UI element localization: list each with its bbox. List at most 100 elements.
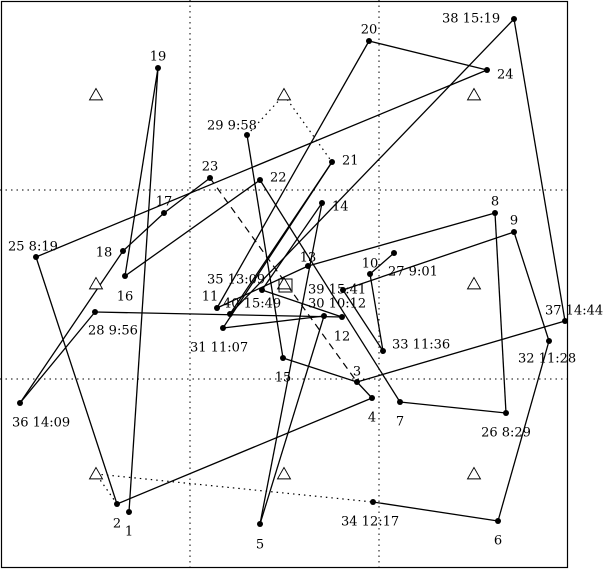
dotted-edge — [95, 473, 118, 505]
node-label: 37 14:44 — [545, 304, 603, 319]
node-26: 26 8:29 — [481, 410, 531, 441]
node-dot — [227, 311, 233, 317]
node-7: 7 — [396, 399, 404, 430]
route-edge — [368, 40, 488, 71]
node-label: 2 — [113, 517, 121, 532]
node-dot — [369, 395, 375, 401]
depot-triangle-icon — [88, 466, 104, 480]
node-label: 22 — [270, 171, 287, 186]
node-label: 23 — [202, 160, 219, 175]
node-30: 30 10:12 — [308, 297, 366, 319]
node-32: 32 11:28 — [518, 338, 576, 367]
node-label: 39 15:41 — [308, 283, 366, 298]
node-3: 3 — [353, 365, 361, 385]
node-label: 28 9:56 — [88, 324, 138, 339]
node-4: 4 — [368, 395, 376, 426]
depot-triangle-icon — [88, 87, 104, 101]
node-label: 5 — [256, 538, 264, 553]
node-dot — [280, 355, 286, 361]
depot-triangle-icon — [276, 466, 292, 480]
route-edge — [116, 397, 373, 505]
node-29: 29 9:58 — [207, 119, 257, 138]
node-dot — [511, 16, 517, 22]
node-dot — [92, 309, 98, 315]
node-dot — [155, 65, 161, 71]
node-label: 15 — [275, 371, 292, 386]
node-dot — [114, 501, 120, 507]
node-label: 1 — [125, 525, 133, 540]
depot-triangle-icon — [466, 276, 482, 290]
route-edge — [122, 212, 165, 252]
route-edge — [259, 202, 323, 525]
route-edge — [216, 265, 309, 309]
route-edge — [124, 67, 159, 277]
route-edge — [497, 340, 550, 522]
route-edge — [246, 134, 284, 359]
node-33: 33 11:36 — [380, 338, 450, 354]
node-dot — [257, 177, 263, 183]
route-edge — [229, 18, 515, 315]
route-edge — [282, 357, 358, 383]
dotted-edge — [283, 94, 333, 163]
node-label: 16 — [117, 290, 134, 305]
node-dot — [257, 521, 263, 527]
node-label: 25 8:19 — [8, 240, 58, 255]
node-dot — [562, 318, 568, 324]
route-edge — [356, 381, 373, 399]
node-dot — [354, 379, 360, 385]
route-edge — [399, 401, 507, 414]
route-edge — [513, 18, 566, 322]
node-35: 35 13:09 — [207, 273, 265, 293]
node-18: 18 — [96, 246, 126, 261]
route-edge — [35, 69, 488, 258]
depot-triangle-icon — [88, 276, 104, 290]
node-label: 27 9:01 — [388, 265, 438, 280]
route-edge — [261, 202, 323, 291]
node-label: 31 11:07 — [190, 341, 248, 356]
node-label: 38 15:19 — [442, 12, 500, 27]
route-edges — [19, 18, 566, 525]
dotted-edge — [95, 473, 374, 503]
route-edge — [128, 67, 159, 513]
node-label: 10 — [362, 257, 379, 272]
node-dot — [305, 263, 311, 269]
diagram-frame — [0, 0, 569, 569]
node-28: 28 9:56 — [88, 309, 138, 339]
route-edge — [356, 320, 566, 383]
node-dot — [397, 399, 403, 405]
node-label: 30 10:12 — [308, 297, 366, 312]
node-label: 36 14:09 — [12, 416, 70, 431]
node-19: 19 — [150, 50, 166, 71]
node-11: 11 — [202, 290, 220, 311]
node-label: 12 — [334, 330, 351, 345]
node-dot — [126, 509, 132, 515]
depot-markers — [88, 87, 482, 480]
route-edge — [494, 212, 507, 414]
node-dot — [122, 273, 128, 279]
route-edge — [94, 311, 343, 318]
route-edge — [261, 289, 343, 318]
node-dot — [207, 175, 213, 181]
node-label: 17 — [156, 195, 173, 210]
node-label: 14 — [332, 200, 349, 215]
node-2: 2 — [113, 501, 121, 532]
node-dot — [17, 400, 23, 406]
node-40: 40 15:49 — [223, 297, 281, 317]
node-label: 6 — [494, 534, 502, 549]
route-edge — [259, 179, 401, 403]
route-edge — [342, 289, 384, 352]
node-dot — [370, 499, 376, 505]
node-dot — [244, 132, 250, 138]
depot-triangle-icon — [276, 276, 292, 290]
depot-triangle-icon — [466, 466, 482, 480]
node-label: 40 15:49 — [223, 297, 281, 312]
node-label: 33 11:36 — [392, 338, 450, 353]
node-label: 7 — [396, 415, 404, 430]
node-23: 23 — [202, 160, 219, 181]
node-dot — [367, 271, 373, 277]
node-15: 15 — [275, 355, 292, 386]
node-dot — [340, 287, 346, 293]
route-edge — [222, 315, 325, 329]
node-dot — [329, 159, 335, 165]
